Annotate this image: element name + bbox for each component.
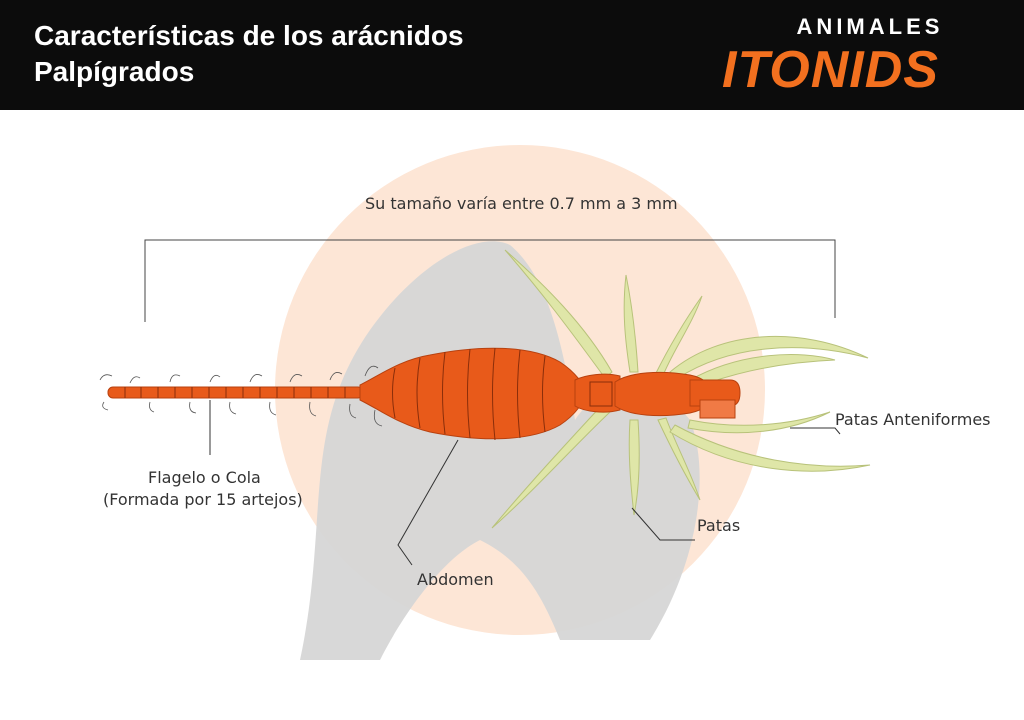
antenniform-leg-1 [669, 336, 869, 379]
patas-label: Patas [697, 516, 741, 535]
title-line-2: Palpígrados [34, 56, 195, 87]
leg-mid-left [623, 274, 639, 373]
page-title: Características de los arácnidos Palpígr… [34, 18, 464, 90]
legs [491, 249, 871, 529]
flagelo-label-line2: (Formada por 15 artejos) [103, 490, 303, 509]
leg-rear-right [657, 417, 701, 501]
leg-front-left [504, 249, 613, 379]
leg-mid-right [628, 419, 640, 516]
leader-patas [631, 507, 695, 541]
leg-front-right [491, 404, 611, 529]
size-bracket [144, 239, 836, 322]
cephalothorax [574, 371, 741, 419]
antenniform-leg-2 [689, 354, 836, 389]
antenniform-leg-3 [687, 411, 831, 434]
leg-rear-left [654, 295, 703, 379]
title-line-1: Características de los arácnidos [34, 20, 464, 51]
leader-abdomen [397, 439, 459, 566]
brand-logo-top: ANIMALES [796, 14, 944, 39]
abdomen-label: Abdomen [417, 570, 494, 589]
size-label: Su tamaño varía entre 0.7 mm a 3 mm [365, 194, 678, 213]
brand-logo-main: ITONIDS [722, 41, 939, 99]
header-bar: Características de los arácnidos Palpígr… [0, 0, 1024, 110]
patas-anteniformes-label: Patas Anteniformes [835, 410, 991, 429]
leader-lines [209, 400, 841, 566]
leader-patas-anteniformes [790, 427, 841, 435]
flagelo-label-line1: Flagelo o Cola [148, 468, 261, 487]
antenniform-leg-4 [669, 424, 871, 472]
